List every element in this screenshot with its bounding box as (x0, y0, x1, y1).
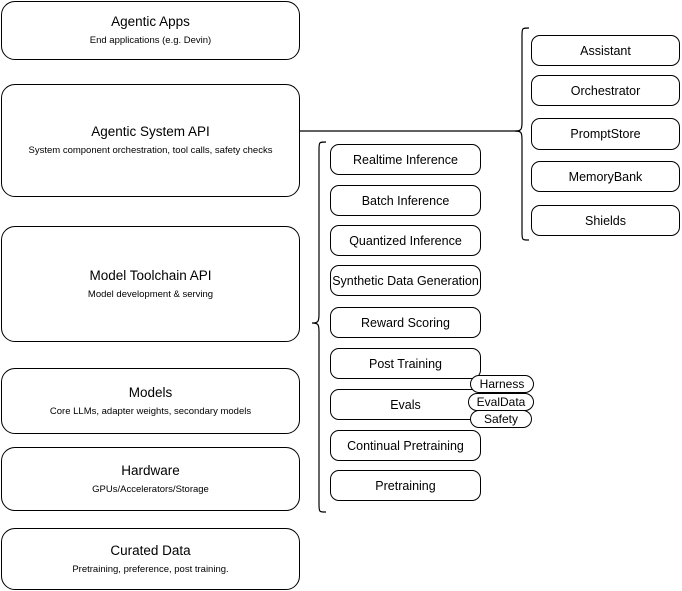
layer-box-models[interactable]: Models Core LLMs, adapter weights, secon… (1, 368, 300, 434)
component-box-shields[interactable]: Shields (531, 205, 680, 236)
layer-subtitle: End applications (e.g. Devin) (89, 35, 212, 46)
layer-title: Hardware (121, 462, 180, 478)
capability-box-synthetic-data-generation[interactable]: Synthetic Data Generation (330, 265, 481, 296)
layer-title: Curated Data (110, 542, 191, 558)
eval-pill-label: EvalData (476, 395, 526, 409)
capability-label: Batch Inference (361, 193, 450, 208)
component-label: Shields (585, 213, 626, 228)
capability-label: Post Training (369, 356, 442, 371)
component-label: MemoryBank (568, 169, 643, 184)
layer-title: Models (128, 384, 173, 400)
component-label: Assistant (580, 43, 631, 58)
layer-title: Agentic Apps (111, 14, 190, 30)
capability-label: Continual Pretraining (347, 438, 464, 453)
layer-box-model-toolchain-api[interactable]: Model Toolchain API Model development & … (1, 226, 300, 342)
eval-pill-label: Safety (483, 412, 519, 426)
component-box-assistant[interactable]: Assistant (531, 35, 680, 66)
capability-box-pretraining[interactable]: Pretraining (330, 470, 481, 501)
capability-box-evals[interactable]: Evals (330, 389, 481, 420)
layer-box-agentic-system-api[interactable]: Agentic System API System component orch… (1, 84, 300, 197)
capability-label: Synthetic Data Generation (332, 273, 479, 288)
component-box-orchestrator[interactable]: Orchestrator (531, 75, 680, 106)
component-box-memorybank[interactable]: MemoryBank (531, 161, 680, 192)
component-label: Orchestrator (570, 83, 641, 98)
capability-label: Evals (390, 397, 421, 412)
layer-title: Agentic System API (91, 124, 210, 140)
capability-box-reward-scoring[interactable]: Reward Scoring (330, 307, 481, 338)
capability-box-continual-pretraining[interactable]: Continual Pretraining (330, 430, 481, 461)
layer-subtitle: System component orchestration, tool cal… (28, 145, 273, 156)
capability-label: Reward Scoring (361, 315, 450, 330)
capability-label: Pretraining (375, 478, 436, 493)
capability-label: Quantized Inference (349, 233, 462, 248)
capability-label: Realtime Inference (353, 152, 458, 167)
capability-box-quantized-inference[interactable]: Quantized Inference (330, 225, 481, 256)
layer-title: Model Toolchain API (89, 267, 212, 283)
brace-model-toolchain-capabilities (311, 141, 327, 513)
layer-subtitle: GPUs/Accelerators/Storage (92, 483, 209, 495)
capability-box-realtime-inference[interactable]: Realtime Inference (330, 144, 481, 175)
eval-pill-harness[interactable]: Harness (470, 375, 534, 393)
component-label: PromptStore (570, 127, 641, 141)
component-box-promptstore[interactable]: PromptStore (531, 118, 680, 150)
eval-pill-evaldata[interactable]: EvalData (468, 393, 534, 411)
layer-subtitle: Model development & serving (87, 288, 214, 300)
layer-box-curated-data[interactable]: Curated Data Pretraining, preference, po… (1, 528, 300, 590)
eval-pill-label: Harness (479, 377, 525, 391)
eval-pill-safety[interactable]: Safety (470, 410, 532, 428)
connector-line-agentic-system-api (300, 130, 520, 132)
layer-subtitle: Pretraining, preference, post training. (72, 563, 229, 575)
layer-subtitle: Core LLMs, adapter weights, secondary mo… (49, 405, 252, 417)
brace-agentic-system-components (514, 27, 530, 241)
capability-box-post-training[interactable]: Post Training (330, 348, 481, 379)
capability-box-batch-inference[interactable]: Batch Inference (330, 185, 481, 216)
layer-box-agentic-apps[interactable]: Agentic Apps End applications (e.g. Devi… (1, 1, 300, 60)
layer-box-hardware[interactable]: Hardware GPUs/Accelerators/Storage (1, 447, 300, 511)
